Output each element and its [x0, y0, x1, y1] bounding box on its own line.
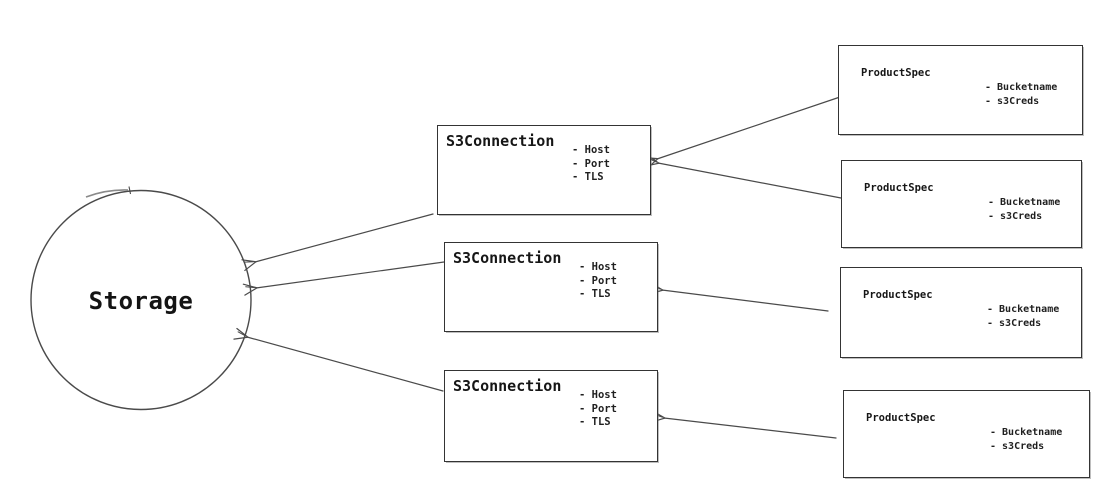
attribute-item: - s3Creds [985, 95, 1040, 107]
attribute-item: - Bucketname [988, 197, 1061, 208]
attribute-item: - TLS [579, 288, 611, 300]
attribute-list: - Host - Port - TLS [579, 261, 617, 302]
productspec-node-3: ProductSpec - Bucketname - s3Creds [840, 267, 1082, 358]
arrow-productspec2-to-s3connection1 [644, 154, 842, 199]
node-title: S3Connection [453, 249, 562, 267]
arrow-productspec3-to-s3connection2 [648, 282, 829, 312]
attribute-item: - Bucketname [987, 304, 1060, 315]
attribute-item: - s3Creds [990, 440, 1045, 452]
attribute-item: - TLS [579, 416, 611, 428]
storage-circle-tick [128, 186, 132, 195]
attribute-list: - Bucketname - s3Creds [990, 426, 1062, 453]
attribute-item: - TLS [572, 171, 604, 183]
attribute-list: - Host - Port - TLS [572, 144, 610, 185]
productspec-node-2: ProductSpec - Bucketname - s3Creds [841, 160, 1082, 248]
arrow-s3connection2-to-storage [242, 261, 445, 296]
s3connection-node-2: S3Connection - Host - Port - TLS [444, 242, 658, 332]
node-title: S3Connection [453, 377, 562, 395]
arrow-productspec4-to-s3connection3 [650, 410, 837, 439]
attribute-item: - s3Creds [987, 317, 1042, 329]
attribute-list: - Bucketname - s3Creds [987, 303, 1059, 330]
attribute-item: - Port [579, 274, 617, 287]
node-title: ProductSpec [861, 67, 931, 79]
node-title: ProductSpec [863, 289, 933, 301]
arrow-s3connection1-to-storage [241, 213, 434, 272]
s3connection-node-3: S3Connection - Host - Port - TLS [444, 370, 658, 462]
attribute-list: - Host - Port - TLS [579, 389, 617, 430]
arrow-productspec1-to-s3connection1 [643, 96, 841, 169]
attribute-item: - Host [579, 389, 617, 401]
node-title: ProductSpec [866, 412, 936, 424]
storage-circle-overdraw [85, 189, 129, 198]
attribute-item: - Port [579, 402, 617, 415]
node-title: S3Connection [446, 132, 555, 150]
attribute-list: - Bucketname - s3Creds [988, 196, 1060, 223]
productspec-node-1: ProductSpec - Bucketname - s3Creds [838, 45, 1083, 135]
attribute-item: - Bucketname [985, 82, 1058, 93]
attribute-item: - Host [579, 261, 617, 273]
attribute-list: - Bucketname - s3Creds [985, 81, 1057, 108]
productspec-node-4: ProductSpec - Bucketname - s3Creds [843, 390, 1090, 478]
storage-circle [30, 189, 252, 411]
attribute-item: - Bucketname [990, 427, 1063, 438]
node-title: ProductSpec [864, 182, 934, 194]
attribute-item: - s3Creds [988, 210, 1043, 222]
storage-node-label: Storage [88, 287, 194, 315]
s3connection-node-1: S3Connection - Host - Port - TLS [437, 125, 651, 215]
arrow-s3connection3-to-storage [233, 327, 444, 392]
attribute-item: - Host [572, 144, 610, 156]
attribute-item: - Port [572, 157, 610, 170]
